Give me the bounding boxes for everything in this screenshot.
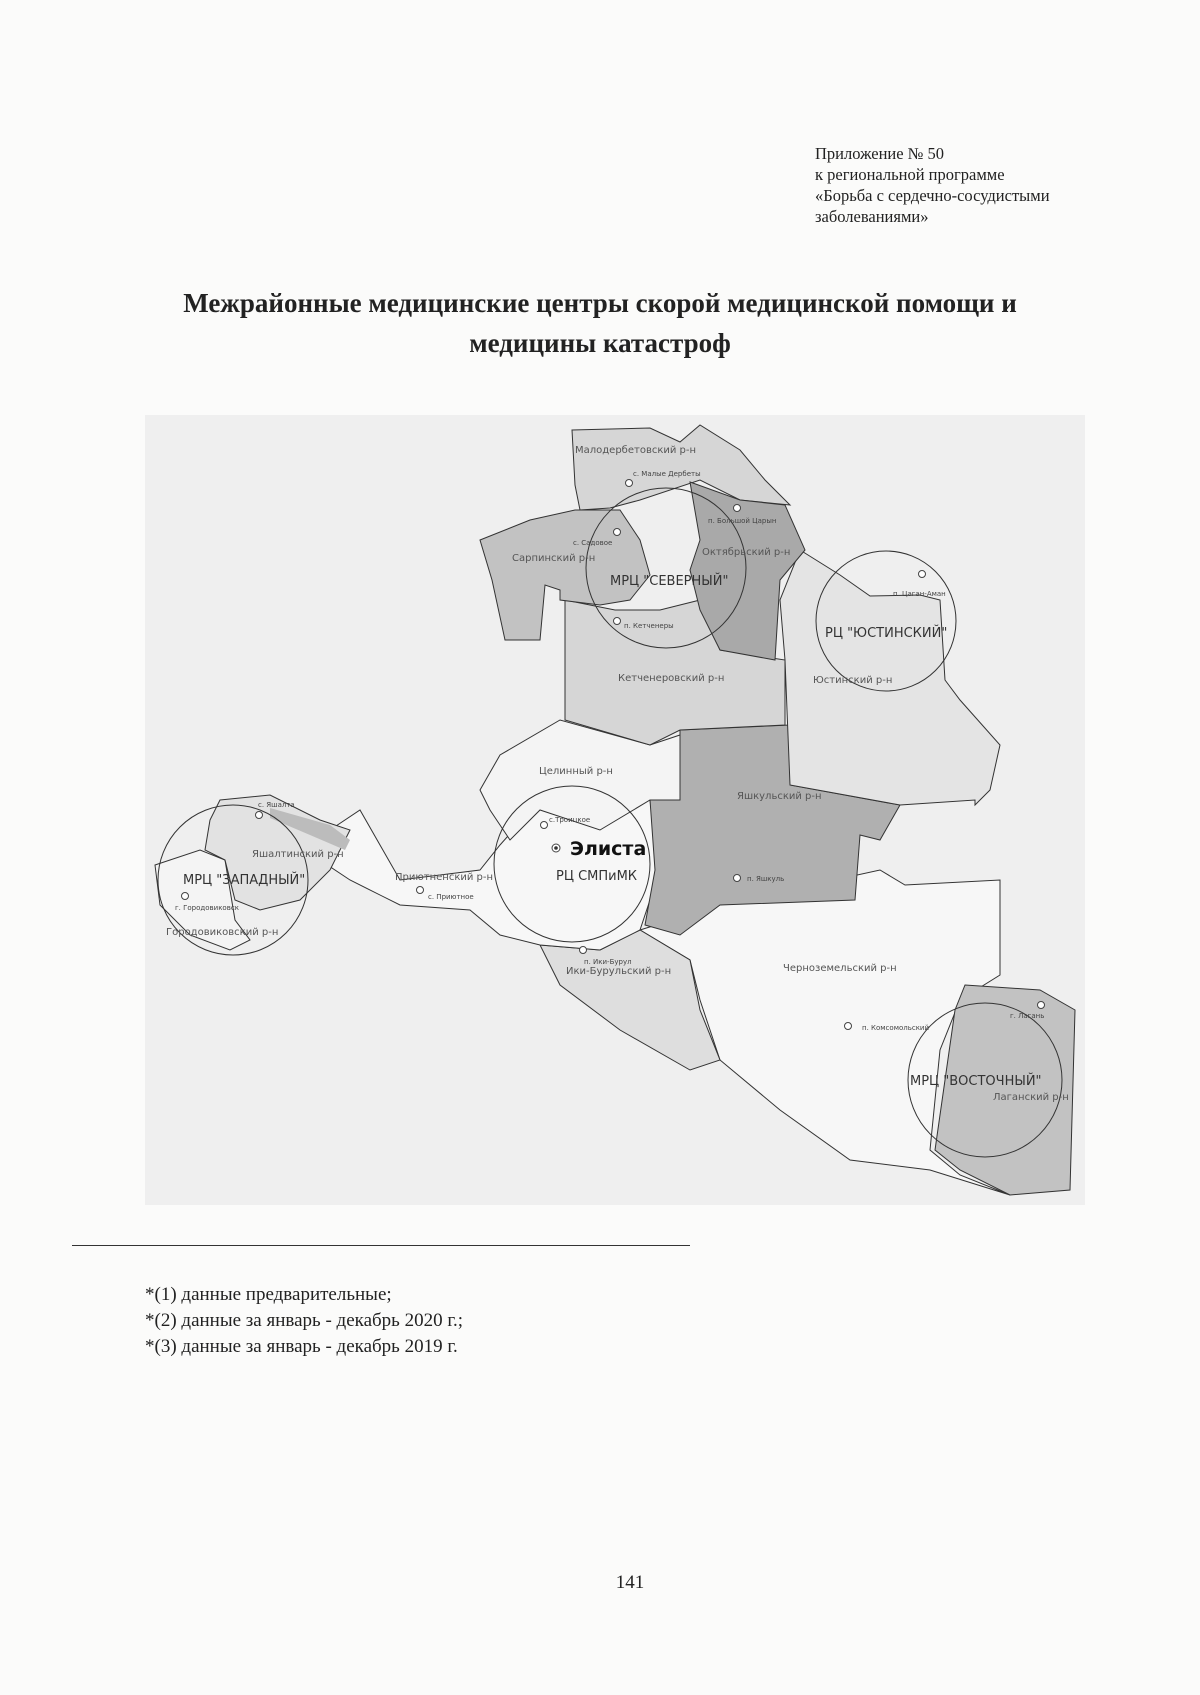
settlement-label: п. Ики-Бурул [584, 958, 632, 966]
yashalta-strip [270, 808, 350, 850]
settlement-marker [733, 504, 741, 512]
coverage-circle-vostochny [907, 1002, 1063, 1158]
district-label: Лаганский р-н [993, 1092, 1069, 1103]
settlement-marker [733, 874, 741, 882]
footnote: *(2) данные за январь - декабрь 2020 г.; [145, 1310, 464, 1331]
page-title: Межрайонные медицинские центры скорой ме… [0, 283, 1200, 363]
footnotes: *(1) данные предварительные; *(2) данные… [145, 1282, 463, 1360]
district-ketchenerovsky [564, 599, 786, 746]
title-line: Межрайонные медицинские центры скорой ме… [183, 288, 1017, 318]
coverage-circle-elista [493, 785, 651, 943]
settlement-marker [625, 479, 633, 487]
center-label-zapadny: МРЦ "ЗАПАДНЫЙ" [183, 872, 305, 888]
settlement-marker [579, 946, 587, 954]
settlement-marker [1037, 1001, 1045, 1009]
settlement-label: п. Большой Царын [708, 517, 776, 525]
settlement-label: с.Троицкое [549, 816, 590, 824]
elista-marker-dot [554, 846, 558, 850]
settlement-label: с. Яшалта [258, 801, 295, 809]
coverage-circle-severny [585, 487, 747, 649]
district-label: Кетченеровский р-н [618, 673, 724, 684]
center-label-severny: МРЦ "СЕВЕРНЫЙ" [610, 573, 728, 589]
settlement-label: г. Городовиковск [175, 904, 239, 912]
region-map: Малодербетовский р-н Сарпинский р-н Октя… [145, 415, 1085, 1205]
settlement-label: п. Яшкуль [747, 875, 784, 883]
district-lagansky [934, 984, 1076, 1196]
district-yustinsky [779, 549, 1001, 807]
center-label-elista: РЦ СМПиМК [556, 869, 637, 884]
district-sarpinsky [479, 509, 651, 641]
settlement-marker [416, 886, 424, 894]
annex-line: заболеваниями» [815, 207, 929, 226]
district-chernozemelsky [638, 869, 1011, 1196]
district-label: Сарпинский р-н [512, 553, 595, 564]
center-label-vostochny: МРЦ "ВОСТОЧНЫЙ" [910, 1073, 1042, 1089]
annex-line: Приложение № 50 [815, 144, 945, 163]
district-gorodovikovsky [154, 849, 251, 951]
footnote: *(1) данные предварительные; [145, 1284, 392, 1305]
annex-line: «Борьба с сердечно-сосудистыми [815, 186, 1050, 205]
settlement-marker [255, 811, 263, 819]
settlement-label: г. Лагань [1010, 1012, 1044, 1020]
annex-header: Приложение № 50 к региональной программе… [815, 143, 1050, 227]
district-oktyabrsky [689, 481, 806, 661]
settlement-marker [613, 528, 621, 536]
district-label: Юстинский р-н [813, 675, 892, 686]
settlement-label: с. Приютное [428, 893, 474, 901]
settlement-label: с. Малые Дербеты [633, 470, 701, 478]
settlement-marker [181, 892, 189, 900]
settlement-label: п. Цаган-Аман [893, 590, 946, 598]
coverage-circle-zapadny [157, 804, 309, 956]
district-label: Яшкульский р-н [737, 791, 822, 802]
footnote: *(3) данные за январь - декабрь 2019 г. [145, 1336, 458, 1357]
settlement-label: с. Садовое [573, 539, 612, 547]
center-label-yustinsky: РЦ "ЮСТИНСКИЙ" [825, 625, 947, 641]
coverage-circle-yustinsky [815, 550, 957, 692]
page-number: 141 [615, 1572, 645, 1593]
title-line: медицины катастроф [469, 328, 731, 358]
district-malodербetovsky [571, 424, 792, 511]
district-label: Черноземельский р-н [783, 963, 897, 974]
footnote-divider [72, 1245, 690, 1246]
annex-line: к региональной программе [815, 165, 1005, 184]
district-label: Малодербетовский р-н [575, 445, 696, 456]
settlement-label: п. Комсомольский [862, 1024, 929, 1032]
district-label: Яшалтинский р-н [252, 849, 344, 860]
settlement-label: п. Кетченеры [624, 622, 674, 630]
district-label: Ики-Бурульский р-н [566, 966, 671, 977]
settlement-marker [613, 617, 621, 625]
district-label: Приютненский р-н [395, 872, 493, 883]
settlement-marker [844, 1022, 852, 1030]
settlement-marker [918, 570, 926, 578]
settlement-marker [540, 821, 548, 829]
district-label: Целинный р-н [539, 766, 613, 777]
district-label: Октябрьский р-н [702, 547, 790, 558]
district-label: Городовиковский р-н [166, 927, 278, 938]
capital-label: Элиста [570, 838, 646, 860]
